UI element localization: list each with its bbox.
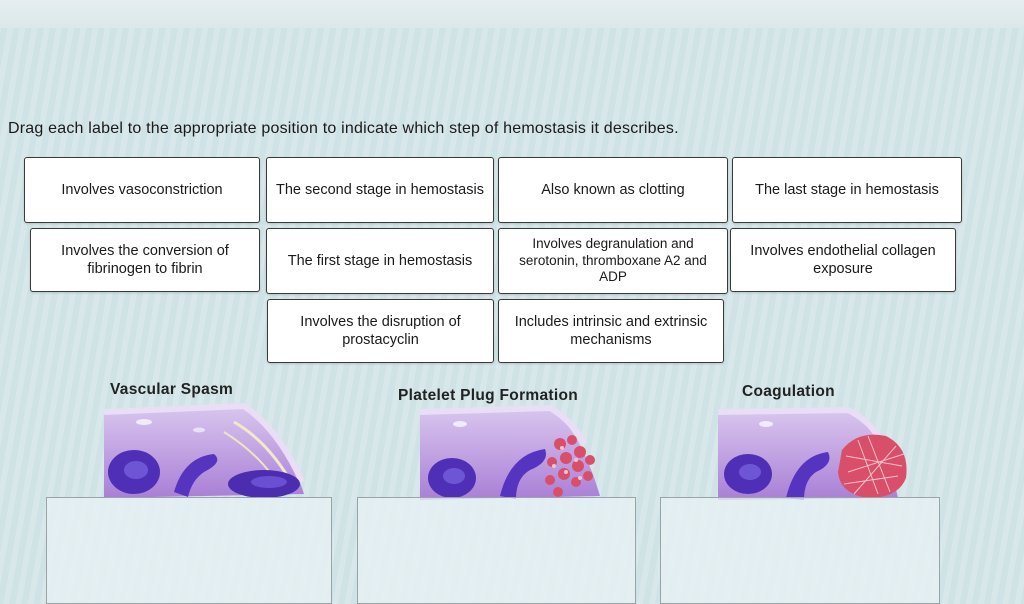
label-text: The first stage in hemostasis — [287, 252, 473, 269]
drop-zone-vascular-spasm[interactable] — [46, 497, 332, 604]
label-text: Includes intrinsic and extrinsic mechani… — [514, 313, 708, 348]
screen-top-bar — [0, 0, 1024, 28]
label-text: The last stage in hemostasis — [755, 181, 939, 198]
label-intrinsic-extrinsic[interactable]: Includes intrinsic and extrinsic mechani… — [498, 299, 724, 363]
label-text: Involves the conversion of fibrinogen to… — [61, 242, 229, 277]
drop-zone-platelet-plug[interactable] — [357, 497, 636, 604]
label-text: Involves vasoconstriction — [61, 181, 223, 198]
stage-title-platelet-plug: Platelet Plug Formation — [398, 387, 579, 404]
label-second-stage[interactable]: The second stage in hemostasis — [266, 157, 494, 223]
label-also-known-as-clotting[interactable]: Also known as clotting — [498, 157, 728, 223]
label-text: Involves the disruption of prostacyclin — [300, 313, 461, 348]
instruction-text: Drag each label to the appropriate posit… — [8, 120, 679, 137]
vascular-spasm-illustration — [104, 402, 305, 498]
label-text: Involves endothelial collagen exposure — [750, 242, 936, 277]
label-first-stage[interactable]: The first stage in hemostasis — [266, 228, 494, 294]
label-degranulation[interactable]: Involves degranulation and serotonin, th… — [498, 228, 728, 294]
stage-title-coagulation: Coagulation — [742, 383, 835, 400]
stage-title-vascular-spasm: Vascular Spasm — [110, 381, 234, 398]
label-text: The second stage in hemostasis — [276, 181, 484, 198]
label-text: Also known as clotting — [541, 181, 685, 198]
label-last-stage[interactable]: The last stage in hemostasis — [732, 157, 962, 223]
label-conversion-fibrinogen[interactable]: Involves the conversion of fibrinogen to… — [30, 228, 260, 292]
label-text: Involves degranulation and serotonin, th… — [519, 235, 707, 285]
coagulation-illustration — [718, 406, 907, 500]
label-involves-vasoconstriction[interactable]: Involves vasoconstriction — [24, 157, 260, 223]
label-disruption-prostacyclin[interactable]: Involves the disruption of prostacyclin — [267, 299, 494, 363]
platelet-plug-illustration — [420, 404, 600, 500]
label-endothelial-collagen[interactable]: Involves endothelial collagen exposure — [730, 228, 956, 292]
drop-zone-coagulation[interactable] — [660, 497, 940, 604]
